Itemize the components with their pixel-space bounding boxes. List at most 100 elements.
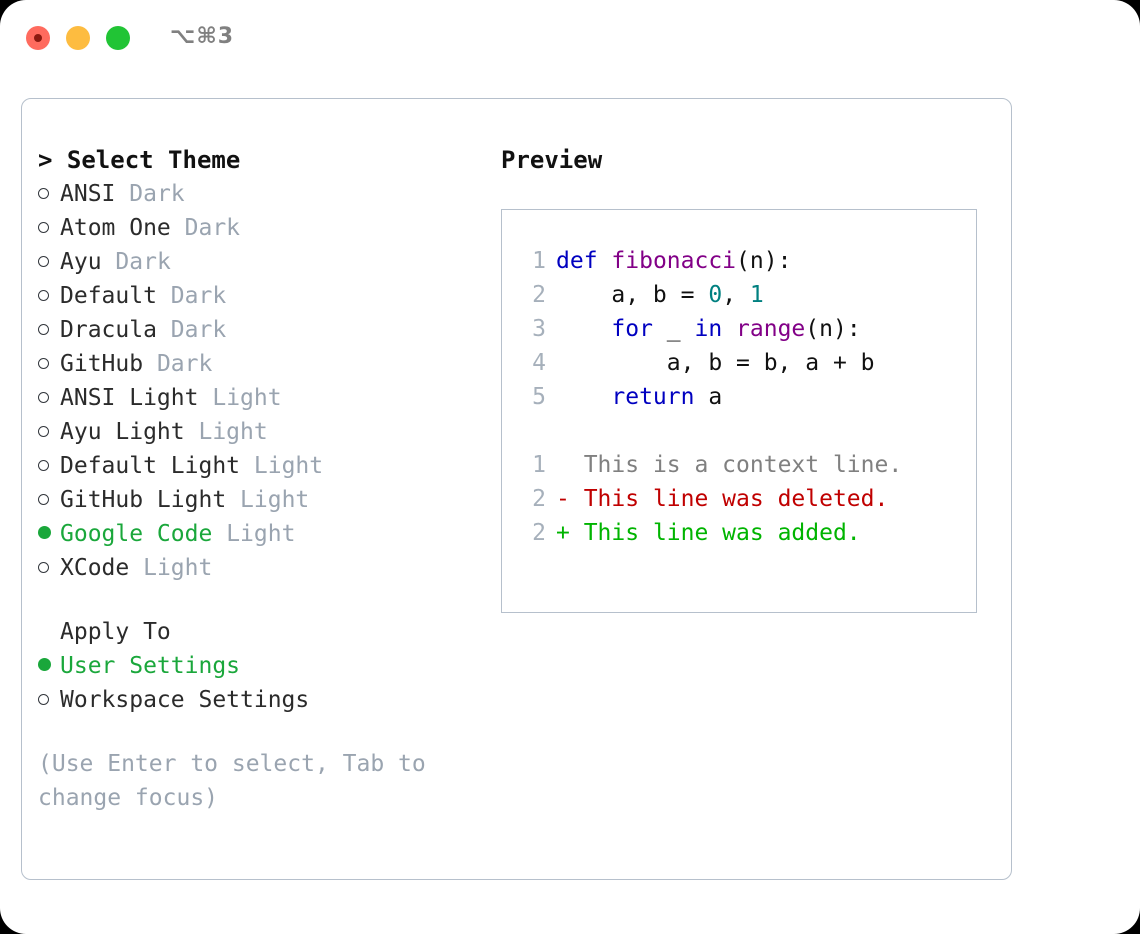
apply-to-option-user-settings[interactable]: User Settings	[38, 649, 478, 683]
theme-option-label: Default	[60, 283, 157, 309]
diff-line-add: 2 + This line was added.	[520, 516, 976, 550]
code-token-txt	[556, 384, 611, 410]
radio-selected-icon	[38, 649, 60, 683]
code-token-kw: def	[556, 248, 598, 274]
close-icon	[34, 34, 42, 42]
line-number: 5	[532, 384, 546, 410]
radio-empty-icon	[38, 551, 60, 585]
theme-option-default[interactable]: Default Dark	[38, 279, 478, 313]
theme-option-label: Default Light	[60, 453, 241, 479]
radio-empty-icon	[38, 211, 60, 245]
theme-option-github[interactable]: GitHub Dark	[38, 347, 478, 381]
diff-text: This is a context line.	[583, 452, 903, 478]
code-token-txt	[722, 316, 736, 342]
theme-option-ayu-light[interactable]: Ayu Light Light	[38, 415, 478, 449]
code-token-kw: in	[694, 316, 723, 342]
window-titlebar: ⌥⌘3	[0, 0, 1140, 78]
maximize-button[interactable]	[106, 26, 130, 50]
code-token-txt: _	[652, 316, 695, 342]
apply-to-title: Apply To	[60, 619, 171, 645]
theme-option-kind: Dark	[184, 215, 241, 241]
code-token-txt	[598, 248, 612, 274]
spacer	[520, 414, 976, 448]
radio-empty-icon	[38, 683, 60, 717]
theme-option-kind: Light	[212, 385, 282, 411]
theme-option-kind: Dark	[156, 351, 213, 377]
radio-empty-icon	[38, 279, 60, 313]
apply-to-option-label: Workspace Settings	[60, 687, 310, 713]
theme-option-kind: Light	[226, 521, 296, 547]
diff-sign: +	[556, 520, 584, 546]
diff-text: This line was added.	[583, 520, 861, 546]
code-token-num: 1	[749, 282, 764, 308]
radio-empty-icon	[38, 177, 60, 211]
radio-empty-icon	[38, 347, 60, 381]
line-number: 1	[532, 248, 546, 274]
code-token-txt: (n):	[805, 316, 861, 342]
help-hint: (Use Enter to select, Tab to change focu…	[38, 751, 440, 811]
code-token-fn: range	[736, 316, 806, 342]
theme-option-kind: Light	[198, 419, 268, 445]
theme-option-xcode[interactable]: XCode Light	[38, 551, 478, 585]
line-number: 3	[532, 316, 546, 342]
theme-option-kind: Light	[253, 453, 324, 479]
radio-empty-icon	[38, 415, 60, 449]
radio-empty-icon	[38, 449, 60, 483]
diff-text: This line was deleted.	[583, 486, 889, 512]
theme-option-kind: Light	[240, 487, 310, 513]
theme-option-ansi-light[interactable]: ANSI Light Light	[38, 381, 478, 415]
code-token-txt: ,	[722, 282, 750, 308]
theme-option-ayu[interactable]: Ayu Dark	[38, 245, 478, 279]
theme-option-atom-one[interactable]: Atom One Dark	[38, 211, 478, 245]
theme-option-kind: Dark	[129, 181, 185, 207]
code-token-txt: a, b =	[556, 282, 709, 308]
theme-option-kind: Dark	[115, 249, 171, 275]
theme-option-label: ANSI	[60, 181, 116, 207]
theme-option-label: GitHub Light	[60, 487, 227, 513]
theme-option-label: Ayu	[60, 249, 102, 275]
code-line: 3 for _ in range(n):	[520, 312, 976, 346]
theme-option-kind: Light	[143, 555, 213, 581]
radio-empty-icon	[38, 381, 60, 415]
theme-option-label: ANSI Light	[60, 385, 199, 411]
theme-option-label: Ayu Light	[60, 419, 185, 445]
code-line: 1 def fibonacci(n):	[520, 244, 976, 278]
diff-line-ctx: 1 This is a context line.	[520, 448, 976, 482]
theme-option-label: Atom One	[60, 215, 171, 241]
radio-empty-icon	[38, 245, 60, 279]
apply-to-option-workspace-settings[interactable]: Workspace Settings	[38, 683, 478, 717]
minimize-button[interactable]	[66, 26, 90, 50]
line-number: 2	[532, 282, 546, 308]
theme-option-kind: Dark	[170, 283, 227, 309]
code-line: 2 a, b = 0, 1	[520, 278, 976, 312]
theme-option-dracula[interactable]: Dracula Dark	[38, 313, 478, 347]
diff-sign: -	[556, 486, 584, 512]
preview-title: Preview	[501, 146, 603, 174]
diff-line-del: 2- This line was deleted.	[520, 482, 976, 516]
code-token-kw: for	[611, 316, 653, 342]
code-token-txt: a, b = b, a + b	[556, 350, 875, 376]
page-title: > Select Theme	[38, 146, 241, 174]
theme-option-ansi[interactable]: ANSI Dark	[38, 177, 478, 211]
diff-sample: 1 This is a context line.2- This line wa…	[520, 448, 976, 550]
line-number: 2	[532, 520, 546, 546]
spacer	[38, 585, 478, 615]
line-number: 4	[532, 350, 546, 376]
diff-sign	[556, 452, 584, 478]
theme-option-default-light[interactable]: Default Light Light	[38, 449, 478, 483]
radio-empty-icon	[38, 483, 60, 517]
theme-option-github-light[interactable]: GitHub Light Light	[38, 483, 478, 517]
code-line: 5 return a	[520, 380, 976, 414]
code-token-txt: (n):	[736, 248, 792, 274]
code-token-fn: fibonacci	[611, 248, 737, 274]
code-token-txt: a	[694, 384, 723, 410]
code-token-txt	[556, 316, 611, 342]
code-token-num: 0	[708, 282, 723, 308]
theme-option-label: Google Code	[60, 521, 213, 547]
theme-option-google-code[interactable]: Google Code Light	[38, 517, 478, 551]
